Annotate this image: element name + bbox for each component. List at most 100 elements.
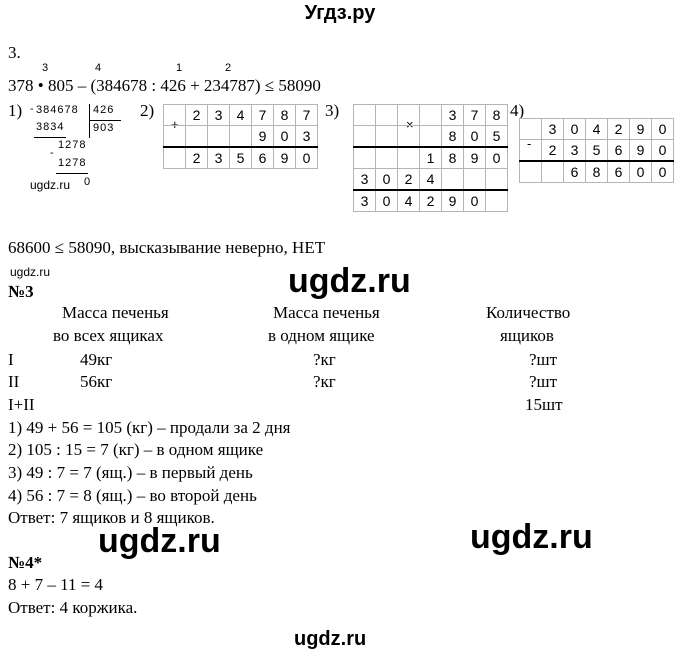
sub-line-1 [34,137,66,138]
col-header: Масса печенья [62,303,169,322]
addition-result: 2 3 5 6 9 0 [163,146,318,169]
digit: 2 [185,146,208,169]
watermark: ugdz.ru [10,265,51,279]
digit: 9 [629,139,652,162]
cell-total: 56кг [80,372,113,391]
digit: 0 [295,146,318,169]
digit: 9 [251,125,274,148]
digit: 9 [629,118,652,140]
digit: 5 [585,139,608,162]
mult-partial-2: 3 0 2 4 [353,168,508,191]
divisor: 426 [93,104,115,116]
digit: 2 [541,139,564,162]
cell-count: ?шт [529,350,558,369]
step-label: 3) [325,101,340,120]
digit: 6 [251,146,274,169]
digit [375,104,398,126]
digit [541,160,564,183]
cell-total: 49кг [80,350,113,369]
division-minus: - [50,147,55,159]
digit [229,125,252,148]
digit: 6 [563,160,586,183]
divisor-underline [89,120,121,121]
digit: 2 [185,104,208,126]
task-heading: №3 [8,282,34,301]
digit: 2 [397,168,420,191]
digit: 2 [607,118,630,140]
digit: 4 [397,189,420,212]
order-mark: 2 [225,62,232,74]
mult-row-1: 3 7 8 [353,104,508,126]
sub-row-1: 3 0 4 2 9 0 [519,118,674,140]
row-label: I [8,350,14,369]
digit: 3 [295,125,318,148]
digit: 7 [251,104,274,126]
col-header: во всех ящиках [53,326,164,345]
division-minus: - [30,103,35,115]
cell-one: ?кг [313,350,336,369]
digit: 0 [485,146,508,169]
answer: Ответ: 7 ящиков и 8 ящиков. [8,508,215,527]
digit [375,125,398,148]
solution-step: 2) 105 : 15 = 7 (кг) – в одном ящике [8,440,264,459]
digit: 9 [273,146,296,169]
digit: 0 [563,118,586,140]
digit: 0 [651,118,674,140]
sub-result: 6 8 6 0 0 [519,160,674,183]
digit: 3 [441,104,464,126]
digit: 5 [485,125,508,148]
row-label: I+II [8,395,35,414]
digit [397,125,420,148]
digit: 2 [419,189,442,212]
watermark: ugdz.ru [288,262,411,300]
addition-row-1: 2 3 4 7 8 7 [163,104,318,126]
digit [185,125,208,148]
digit: 0 [463,125,486,148]
watermark: ugdz.ru [98,522,221,560]
expression: 378 • 805 – (384678 : 426 + 234787) ≤ 58… [8,76,321,95]
digit: 3 [353,189,376,212]
digit [419,125,442,148]
multiplication-grid: 3 7 8 8 0 5 1 8 9 0 3 0 2 4 3 0 4 2 9 0 [353,104,508,212]
digit: 0 [651,139,674,162]
digit: 5 [229,146,252,169]
cell-one: ?кг [313,372,336,391]
digit: 8 [273,104,296,126]
digit: 3 [541,118,564,140]
step-label: 2) [140,101,155,120]
division-vertical-line [89,104,90,138]
task-heading: №4* [8,553,43,572]
digit: 7 [463,104,486,126]
remainder-1: 1278 [58,139,87,151]
watermark: ugdz.ru [470,518,593,556]
equation: 8 + 7 – 11 = 4 [8,575,104,594]
digit: 0 [629,160,652,183]
watermark: ugdz.ru [294,628,367,650]
subtrahend-2: 1278 [58,157,87,169]
digit: 6 [607,160,630,183]
mult-row-2: 8 0 5 [353,125,508,148]
digit: 0 [463,189,486,212]
digit: 3 [207,146,230,169]
subtrahend-1: 3834 [36,121,65,133]
digit [207,125,230,148]
row-label: II [8,372,20,391]
watermark: ugdz.ru [30,178,71,192]
solution-step: 3) 49 : 7 = 7 (ящ.) – в первый день [8,463,253,482]
conclusion: 68600 ≤ 58090, высказывание неверно, НЕТ [8,238,326,257]
addition-row-2: 9 0 3 [163,125,318,148]
step-label: 1) [8,101,23,120]
addition-grid: 2 3 4 7 8 7 9 0 3 2 3 5 6 9 0 [163,104,318,169]
solution-step: 1) 49 + 56 = 105 (кг) – продали за 2 дня [8,418,291,437]
digit [375,146,398,169]
solution-step: 4) 56 : 7 = 8 (ящ.) – во второй день [8,486,257,505]
sub-row-2: 2 3 5 6 9 0 [519,139,674,162]
digit [485,168,508,191]
digit: 8 [441,125,464,148]
mult-result: 3 0 4 2 9 0 [353,189,508,212]
digit: 4 [585,118,608,140]
digit: 0 [273,125,296,148]
digit: 8 [441,146,464,169]
digit: 3 [207,104,230,126]
task-number: 3. [8,43,21,62]
